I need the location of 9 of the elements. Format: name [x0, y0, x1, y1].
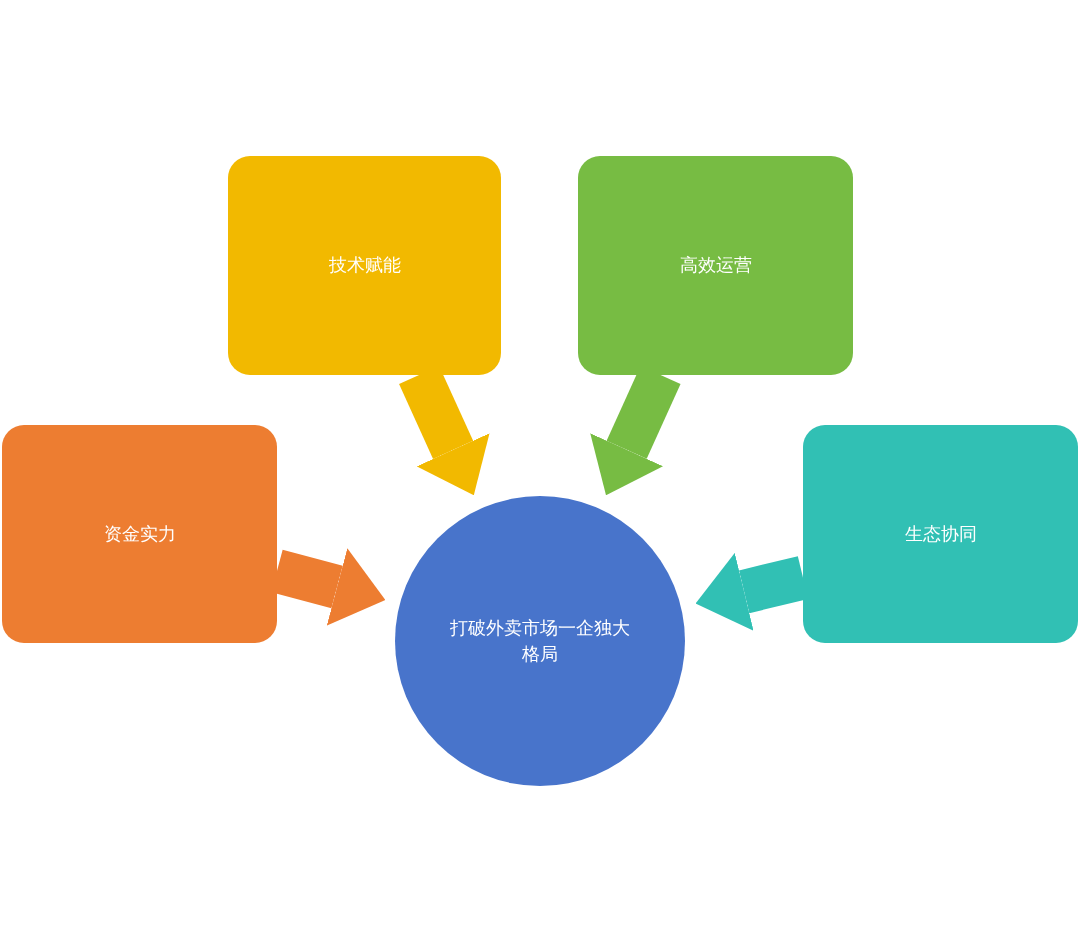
factor-box: [578, 156, 853, 375]
node-label: 高效运营: [679, 253, 752, 278]
node-label: 生态协同: [904, 521, 977, 546]
node-label: 打破外卖市场一企独大格局: [449, 615, 631, 666]
node-label: 资金实力: [103, 521, 176, 546]
node-label: 技术赋能: [328, 253, 401, 278]
factor-box: [803, 425, 1078, 643]
factor-box: [228, 156, 501, 375]
factor-box: [2, 425, 277, 643]
